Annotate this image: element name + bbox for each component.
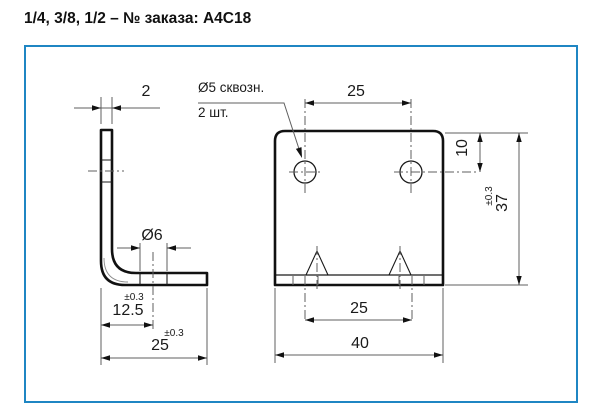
dim-bottom-hole-spacing: 25	[350, 300, 368, 317]
dim-height: 37	[494, 194, 511, 212]
dim-hole-top-offset: 10	[454, 139, 471, 157]
dim-thickness: 2	[141, 83, 151, 100]
side-view	[74, 97, 209, 365]
hole-note: Ø5 сквозн. 2 шт.	[198, 80, 265, 119]
dim-hole-offset: 12.5	[112, 302, 144, 319]
drawing-frame	[24, 45, 578, 403]
dim-flange-hole-dia: Ø6	[141, 227, 163, 244]
page-title: 1/4, 3/8, 1/2 – № заказа: A4C18	[24, 10, 252, 27]
dim-hole-offset-tolerance: ±0.3	[124, 292, 144, 303]
bracket-outline-front	[273, 129, 445, 287]
dim-flange-depth-tolerance: ±0.3	[164, 328, 184, 339]
hole-note-line1: Ø5 сквозн.	[198, 80, 265, 95]
bracket-outline-side	[99, 128, 209, 287]
dim-flange-depth: 25	[151, 337, 169, 354]
dim-width: 40	[351, 335, 369, 352]
front-view	[198, 99, 528, 363]
hole-note-line2: 2 шт.	[198, 105, 229, 120]
dim-top-hole-spacing: 25	[347, 83, 365, 100]
